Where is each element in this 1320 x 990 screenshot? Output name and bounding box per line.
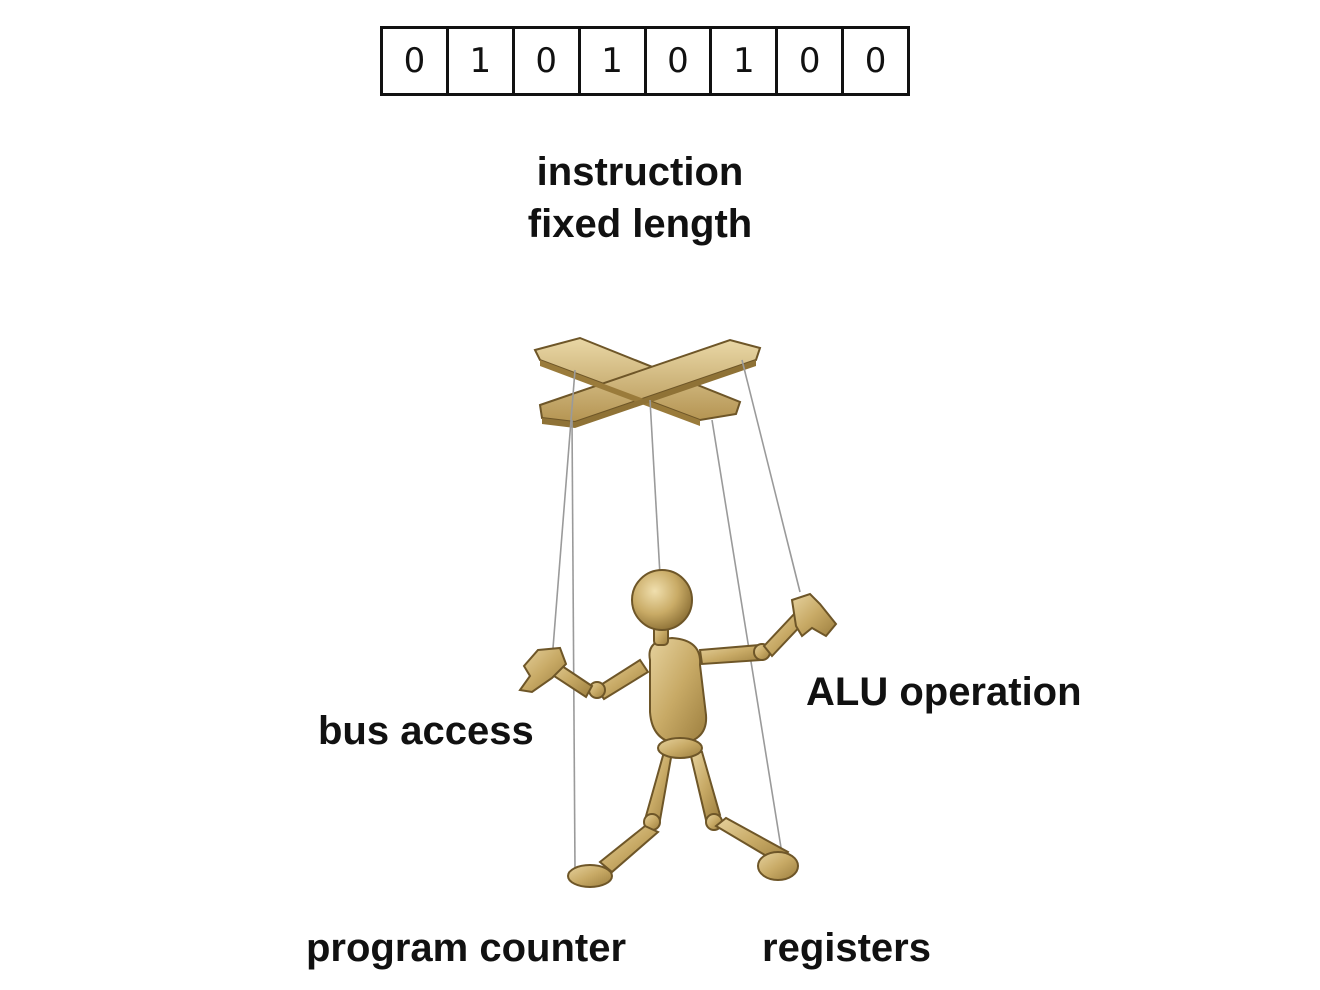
bit-cell: 0	[383, 29, 449, 93]
instruction-bit-register: 0 1 0 1 0 1 0 0	[380, 26, 910, 96]
registers-label: registers	[762, 926, 931, 970]
puppet-strings	[552, 359, 801, 871]
instruction-label-line2: fixed length	[527, 202, 753, 246]
bit-cell: 0	[647, 29, 713, 93]
bit-cell: 1	[712, 29, 779, 93]
bit-cell: 1	[449, 29, 515, 93]
bit-cell: 0	[864, 41, 887, 81]
bus-access-label: bus access	[318, 709, 534, 753]
bit-cell: 0	[778, 29, 845, 93]
program-counter-label: program counter	[306, 926, 627, 970]
bit-cell: 0	[515, 29, 581, 93]
puppet-figure	[518, 569, 838, 888]
alu-operation-label: ALU operation	[806, 670, 1082, 714]
bit-cell: 1	[581, 29, 647, 93]
instruction-label: instruction fixed length	[440, 146, 840, 250]
instruction-label-line1: instruction	[536, 150, 744, 194]
control-bar	[533, 336, 762, 428]
